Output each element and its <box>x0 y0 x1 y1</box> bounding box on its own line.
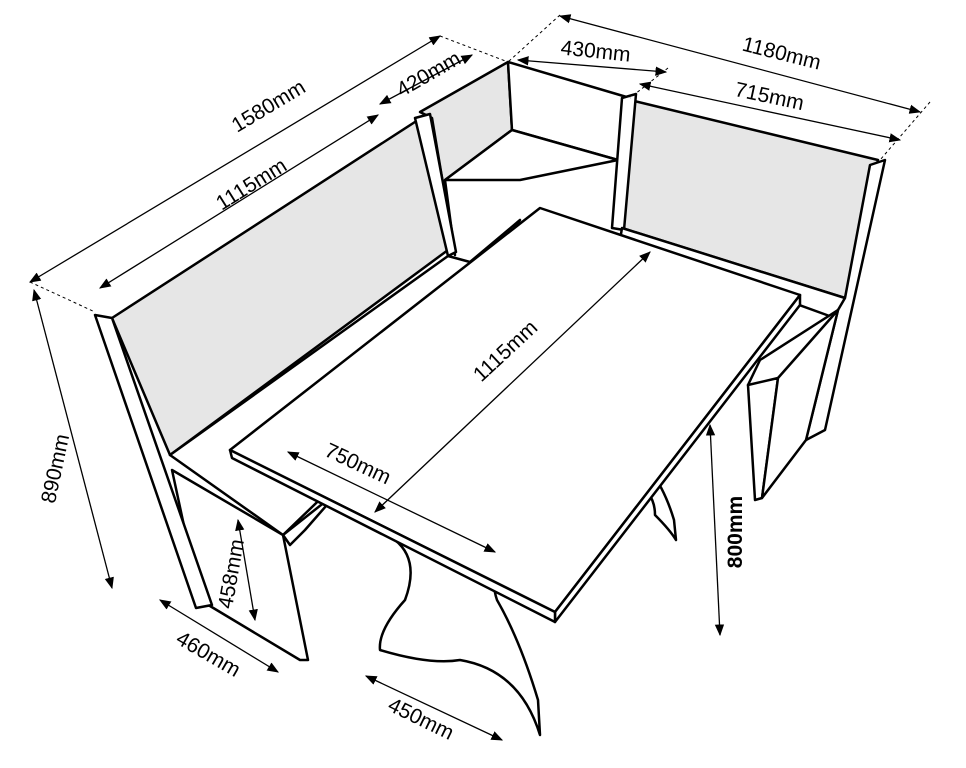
dim-table-height: 800mm <box>724 496 747 568</box>
dim-bench-depth: 460mm <box>172 627 244 682</box>
dimension-lines <box>28 14 931 741</box>
dim-left-backrest-length: 1115mm <box>212 154 291 215</box>
dim-overall-right-length: 1180mm <box>740 33 823 75</box>
dim-overall-left-length: 1580mm <box>228 76 310 138</box>
dim-right-backrest-length: 715mm <box>733 78 806 115</box>
dim-bench-height: 890mm <box>37 432 74 505</box>
dim-corner-depth-right: 430mm <box>560 36 632 66</box>
